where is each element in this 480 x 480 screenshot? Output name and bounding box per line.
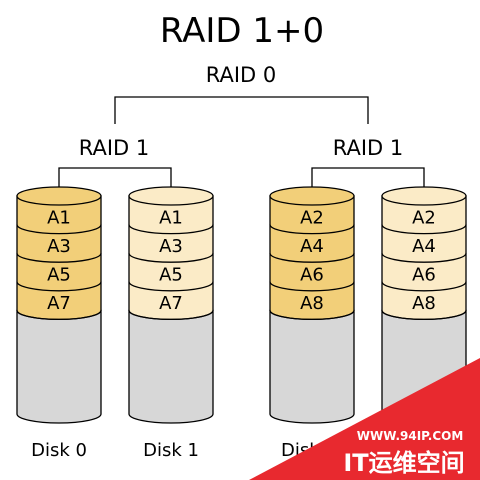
disk-band-divider xyxy=(269,224,355,235)
disk-block-label: A2 xyxy=(300,207,324,228)
disk-label-0: Disk 0 xyxy=(31,440,87,461)
watermark-text: IT运维空间 xyxy=(343,449,464,477)
disk-body xyxy=(269,309,355,424)
disk-block-label: A4 xyxy=(412,236,436,257)
watermark-url: WWW.94IP.COM xyxy=(357,429,464,443)
diagram-title: RAID 1+0 xyxy=(160,11,324,51)
disk-band-divider xyxy=(16,224,102,235)
disk-block-label: A1 xyxy=(159,207,183,228)
disk-band-divider xyxy=(128,310,214,321)
disk-band-divider xyxy=(269,253,355,263)
disk-block-label: A3 xyxy=(159,236,183,257)
disk-block-label: A7 xyxy=(159,293,183,314)
disk-block-label: A1 xyxy=(47,207,71,228)
disk-body xyxy=(16,309,102,424)
disk-band-divider xyxy=(16,281,102,292)
disk-band-divider xyxy=(128,281,214,292)
raid1-connector-right xyxy=(311,167,425,196)
raid1-connector-left xyxy=(58,167,172,196)
watermark-triangle xyxy=(249,358,480,480)
disk-label-1: Disk 1 xyxy=(143,440,199,461)
disk-block-label: A8 xyxy=(300,293,324,314)
disk-block-label: A6 xyxy=(412,265,436,286)
watermark: WWW.94IP.COM IT运维空间 xyxy=(249,358,480,480)
disk-band-divider xyxy=(16,253,102,263)
disk-band-divider xyxy=(128,253,214,263)
disk-block-label: A7 xyxy=(47,293,71,314)
raid1-label-right: RAID 1 xyxy=(333,136,404,160)
disk-block-label: A6 xyxy=(300,265,324,286)
disk-band-divider xyxy=(381,224,467,235)
disk-band-divider xyxy=(269,310,355,321)
raid0-label: RAID 0 xyxy=(206,63,277,87)
disk-band-divider xyxy=(381,281,467,292)
disk-top xyxy=(128,186,214,206)
disk-band-divider xyxy=(128,224,214,235)
disk-top xyxy=(16,186,102,206)
disk-band-divider xyxy=(381,310,467,321)
disk-block-label: A8 xyxy=(412,293,436,314)
disk-block-label: A4 xyxy=(300,236,324,257)
disk-body xyxy=(128,309,214,424)
raid0-connector xyxy=(114,96,369,124)
disk-top xyxy=(269,186,355,206)
disk-block-label: A5 xyxy=(159,265,183,286)
disk-band-divider xyxy=(381,253,467,263)
raid1-label-left: RAID 1 xyxy=(79,136,150,160)
disk-band-divider xyxy=(16,310,102,321)
disk-block-label: A2 xyxy=(412,207,436,228)
disk-band-divider xyxy=(269,281,355,292)
disk-block-label: A3 xyxy=(47,236,71,257)
disk-block-label: A5 xyxy=(47,265,71,286)
disk-top xyxy=(381,186,467,206)
